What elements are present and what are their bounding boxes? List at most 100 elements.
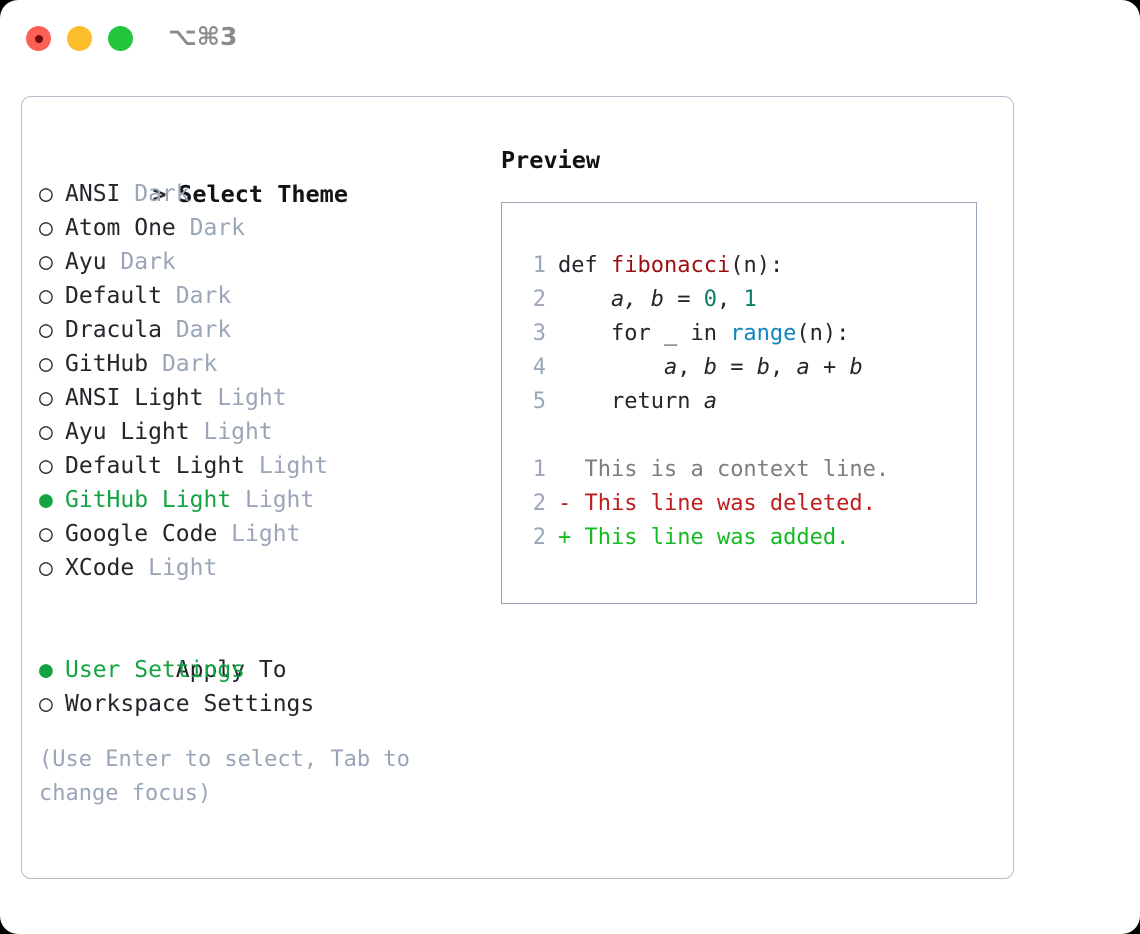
theme-item-tag: Light: [217, 521, 301, 547]
line-number: 2: [532, 287, 546, 312]
minimize-icon[interactable]: [67, 26, 92, 51]
line-number: 4: [532, 355, 546, 380]
line-number: 1: [532, 457, 546, 482]
theme-item-label: Ayu: [65, 249, 107, 275]
theme-item-tag: Light: [231, 487, 315, 513]
diff-text: This line was added.: [571, 525, 850, 550]
theme-item-dracula[interactable]: ○ Dracula Dark: [39, 313, 479, 347]
theme-item-tag: Dark: [161, 317, 232, 343]
theme-item-ayu-light[interactable]: ○ Ayu Light Light: [39, 415, 479, 449]
code-token-plain: ,: [677, 355, 704, 380]
select-theme-title: Select Theme: [178, 180, 348, 208]
theme-item-tag: Dark: [175, 215, 246, 241]
theme-item-label: Default: [65, 283, 162, 309]
code-token-var: b: [849, 355, 863, 380]
theme-item-tag: Dark: [106, 249, 176, 275]
apply-to-list: ● User Settings ○Workspace Settings: [39, 653, 479, 721]
radio-unselected-icon: ○: [39, 555, 53, 581]
theme-item-tag: Dark: [161, 283, 232, 309]
apply-to-item-label: User Settings: [65, 657, 246, 683]
code-token-plain: =: [663, 287, 704, 312]
code-line: 2 a, b = 0, 1: [524, 283, 976, 317]
code-token-plain: =: [716, 355, 757, 380]
code-token-plain: return: [558, 389, 704, 414]
code-token-plain: +: [809, 355, 850, 380]
radio-unselected-icon: ○: [39, 317, 53, 343]
theme-item-label: Dracula: [65, 317, 162, 343]
theme-item-label: XCode: [65, 555, 135, 581]
theme-item-tag: Dark: [120, 181, 190, 207]
diff-line-add: 2+ This line was added.: [524, 521, 976, 555]
code-token-plain: (n):: [730, 253, 784, 278]
code-token-var: a: [663, 355, 678, 380]
select-theme-header: > Select Theme: [39, 143, 479, 208]
theme-picker-column: >Select Theme ○ANSI Dark○Atom One Dark○A…: [39, 143, 479, 811]
radio-unselected-icon: ○: [39, 215, 53, 241]
code-token-var: a, b: [610, 287, 664, 312]
radio-unselected-icon: ○: [39, 385, 53, 411]
theme-item-tag: Light: [245, 453, 329, 479]
theme-item-google-code[interactable]: ○ Google Code Light: [39, 517, 479, 551]
code-token-num: 1: [743, 287, 757, 312]
theme-item-ansi[interactable]: ○ ANSI Dark: [39, 177, 479, 211]
radio-unselected-icon: ○: [39, 521, 53, 547]
apply-to-item-user-settings[interactable]: ● User Settings: [39, 653, 479, 687]
diff-marker: [558, 457, 571, 482]
theme-item-xcode[interactable]: ○ XCode Light: [39, 551, 479, 585]
maximize-icon[interactable]: [108, 26, 133, 51]
diff-sample: 1 This is a context line.2- This line wa…: [524, 453, 976, 555]
line-number: 2: [532, 491, 546, 516]
theme-item-default[interactable]: ○Default Dark: [39, 279, 479, 313]
theme-list: ○ANSI Dark○Atom One Dark○Ayu Dark○Defaul…: [39, 177, 479, 585]
diff-line-ctx: 1 This is a context line.: [524, 453, 976, 487]
theme-item-label: Ayu Light: [65, 419, 190, 445]
window-controls: [26, 26, 133, 51]
code-token-plain: (n):: [796, 321, 850, 346]
radio-unselected-icon: ○: [39, 419, 53, 445]
caret-icon: >: [152, 180, 167, 208]
main-panel: >Select Theme ○ANSI Dark○Atom One Dark○A…: [21, 96, 1014, 879]
code-token-plain: [558, 287, 611, 312]
theme-item-github-light[interactable]: ●GitHub Light Light: [39, 483, 479, 517]
code-token-plain: ,: [716, 287, 744, 312]
radio-unselected-icon: ○: [39, 181, 53, 207]
theme-item-tag: Light: [189, 419, 273, 445]
code-token-plain: ,: [769, 355, 797, 380]
code-token-plain: def: [558, 253, 611, 278]
theme-item-label: Google Code: [65, 521, 218, 547]
theme-item-label: ANSI: [65, 181, 121, 207]
line-number: 5: [532, 389, 546, 414]
theme-item-tag: Light: [203, 385, 287, 411]
apply-to-header: Apply To: [39, 619, 479, 683]
code-token-plain: for _ in: [558, 321, 731, 346]
diff-text: This is a context line.: [571, 457, 890, 482]
close-icon[interactable]: [26, 26, 51, 51]
code-line: 4 a, b = b, a + b: [524, 351, 976, 385]
code-token-var: b: [756, 355, 770, 380]
theme-item-ayu[interactable]: ○Ayu Dark: [39, 245, 479, 279]
preview-title: Preview: [501, 146, 601, 174]
theme-item-github[interactable]: ○GitHub Dark: [39, 347, 479, 381]
theme-item-default-light[interactable]: ○Default Light Light: [39, 449, 479, 483]
theme-item-atom-one[interactable]: ○Atom One Dark: [39, 211, 479, 245]
apply-to-item-workspace-settings[interactable]: ○Workspace Settings: [39, 687, 479, 721]
code-token-var: b: [703, 355, 717, 380]
keyboard-shortcut-label: ⌥⌘3: [168, 22, 238, 51]
title-bar: ⌥⌘3: [0, 0, 1140, 76]
theme-item-tag: Light: [134, 555, 218, 581]
theme-item-ansi-light[interactable]: ○ANSI Light Light: [39, 381, 479, 415]
code-gap: [524, 419, 976, 453]
diff-line-del: 2- This line was deleted.: [524, 487, 976, 521]
radio-selected-icon: ●: [39, 657, 53, 683]
radio-unselected-icon: ○: [39, 691, 53, 717]
section-spacer: [39, 585, 479, 619]
theme-item-tag: Dark: [148, 351, 218, 377]
code-token-call: range: [730, 321, 797, 346]
theme-item-label: Default Light: [65, 453, 246, 479]
diff-marker: +: [558, 525, 572, 550]
